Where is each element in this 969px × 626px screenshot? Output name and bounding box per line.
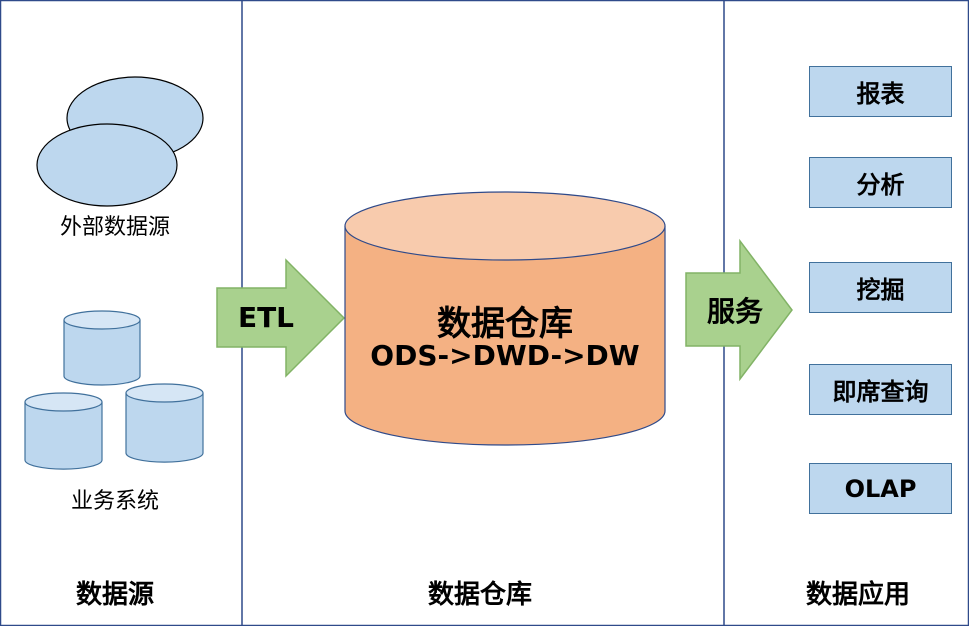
- app-box-analysis[interactable]: 分析: [809, 157, 952, 208]
- external-source-label: 外部数据源: [59, 215, 170, 240]
- warehouse-cylinder-icon: [344, 191, 666, 446]
- business-system-label: 业务系统: [70, 489, 159, 514]
- section-label-warehouse: 数据仓库: [427, 580, 532, 610]
- etl-arrow-icon: [216, 258, 346, 378]
- warehouse-subtitle: ODS->DWD->DW: [370, 339, 640, 372]
- warehouse-title: 数据仓库: [437, 304, 573, 344]
- external-source-icon: [36, 76, 204, 207]
- business-system-icon: [24, 310, 204, 470]
- etl-label: ETL: [237, 301, 295, 334]
- service-label: 服务: [706, 295, 763, 328]
- app-box-report[interactable]: 报表: [809, 66, 952, 117]
- app-box-olap[interactable]: OLAP: [809, 463, 952, 514]
- app-box-mining[interactable]: 挖掘: [809, 262, 952, 313]
- app-box-adhoc-query[interactable]: 即席查询: [809, 364, 952, 415]
- service-arrow-icon: [685, 238, 793, 382]
- section-label-applications: 数据应用: [805, 580, 910, 610]
- section-label-sources: 数据源: [75, 580, 154, 610]
